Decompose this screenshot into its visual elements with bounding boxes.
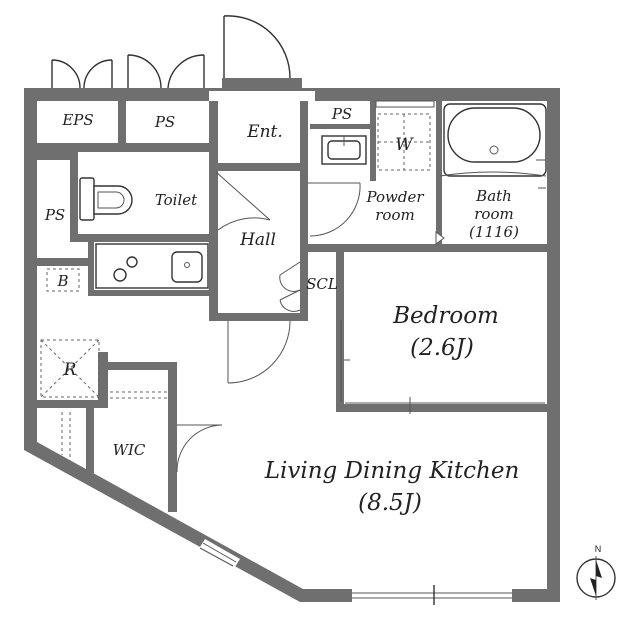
- bath-label-1: Bath: [475, 187, 512, 205]
- b-label: B: [56, 272, 68, 290]
- hall-label: Hall: [239, 230, 276, 250]
- exterior-doors: [51, 15, 291, 89]
- powder-room-label-1: Powder: [365, 188, 424, 206]
- powder-room-label-2: room: [375, 206, 414, 224]
- compass-icon: N: [576, 544, 616, 600]
- wic-label: WIC: [113, 441, 146, 459]
- bedroom-label: Bedroom: [392, 303, 499, 329]
- r-label: R: [63, 360, 77, 380]
- ps-small-label: PS: [331, 105, 352, 123]
- interior-walls: [37, 101, 550, 512]
- wic-shelves: [61, 391, 168, 458]
- bedroom-size-label: (2.6J): [410, 335, 474, 361]
- ps-small-strip: [375, 100, 435, 108]
- ldk-label: Living Dining Kitchen: [264, 458, 520, 484]
- r-box: [40, 339, 100, 398]
- ps-left-label: PS: [44, 206, 65, 224]
- toilet-label: Toilet: [155, 191, 198, 209]
- eps-label: EPS: [61, 111, 93, 129]
- powder-sink: [321, 135, 367, 165]
- kitchen-counter: [95, 243, 209, 289]
- bath-label-2: room: [474, 205, 513, 223]
- b-box: [46, 268, 80, 292]
- ldk-size-label: (8.5J): [358, 490, 422, 516]
- scl-label: SCL: [306, 275, 338, 293]
- washer-label: W: [395, 135, 414, 155]
- ps-top-label: PS: [154, 113, 175, 131]
- toilet-fixture: [79, 177, 133, 221]
- entrance-label: Ent.: [246, 122, 283, 142]
- bath-label-3: (1116): [469, 223, 519, 241]
- bathtub: [439, 103, 547, 189]
- windows: [198, 539, 512, 605]
- compass-north-label: N: [595, 544, 602, 554]
- interior-doors: [176, 171, 545, 473]
